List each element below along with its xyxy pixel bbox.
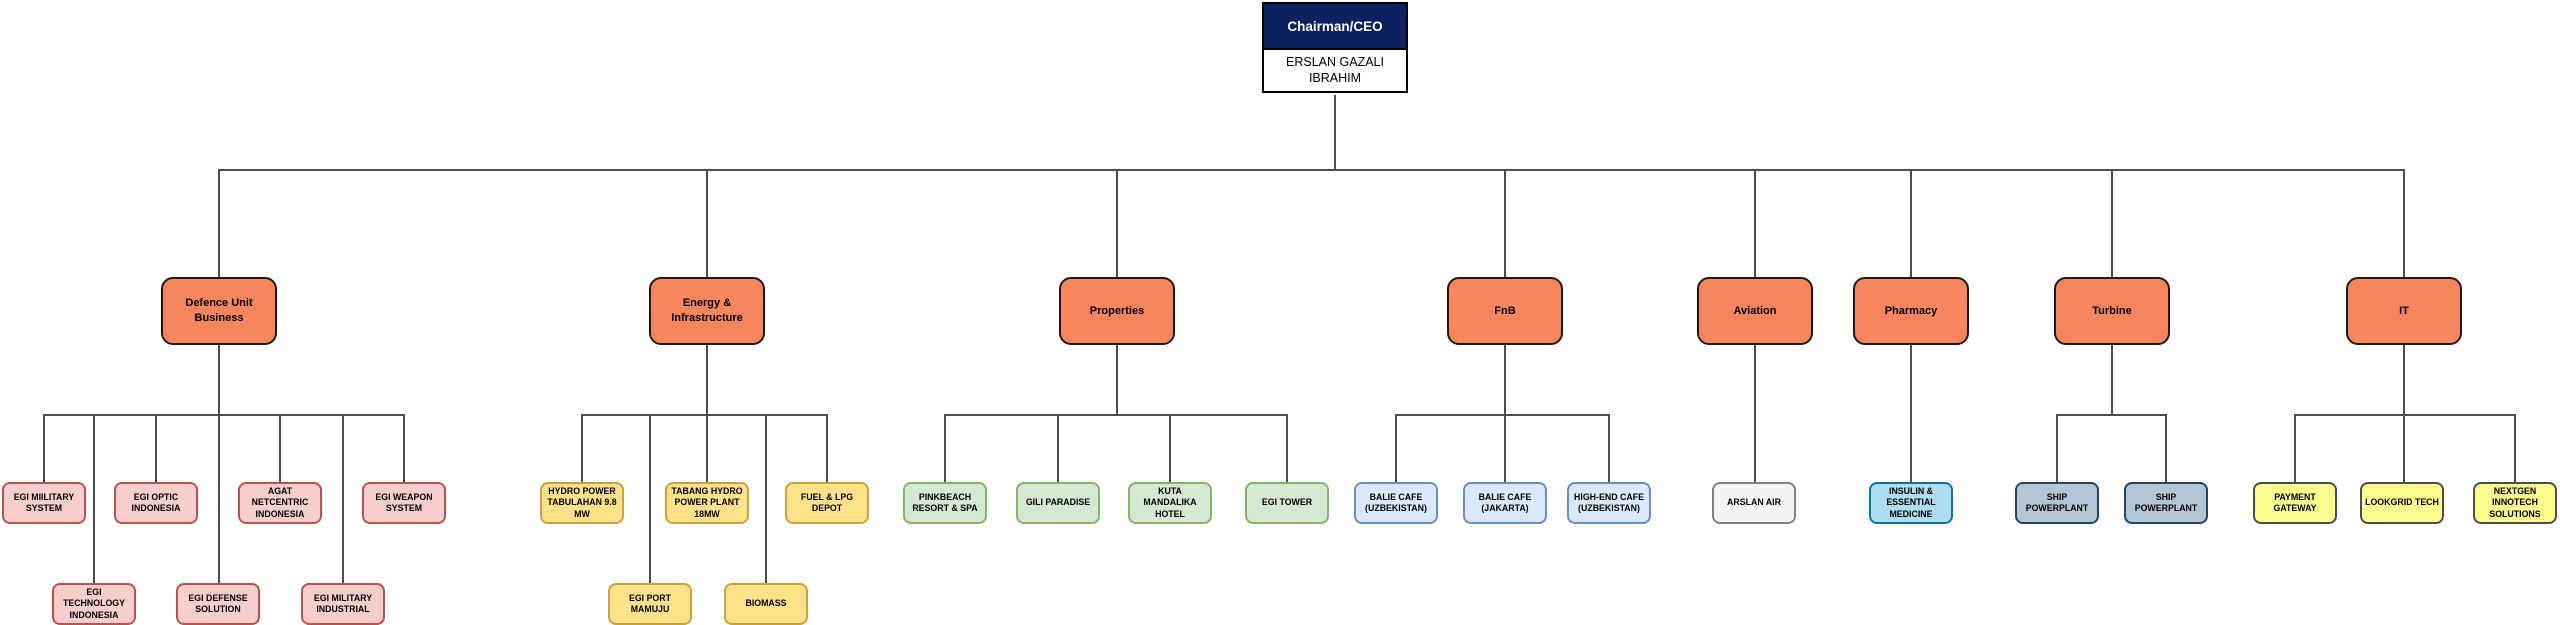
division-properties: Properties (1059, 277, 1175, 345)
unit-egi-miilitary-system: EGI MIILITARY SYSTEM (2, 482, 86, 524)
connector-line (706, 170, 708, 277)
unit-balie-cafe-jakarta: BALIE CAFE (JAKARTA) (1463, 482, 1547, 524)
connector-line (1504, 345, 1506, 482)
unit-arslan-air: ARSLAN AIR (1712, 482, 1796, 524)
connector-line (218, 169, 2405, 171)
division-energy: Energy & Infrastructure (649, 277, 765, 345)
division-pharmacy: Pharmacy (1853, 277, 1969, 345)
connector-line (2294, 414, 2516, 416)
connector-line (155, 415, 157, 482)
division-it: IT (2346, 277, 2462, 345)
unit-tabang-hydro-power-plant: TABANG HYDRO POWER PLANT 18MW (665, 482, 749, 524)
connector-line (1334, 95, 1336, 170)
unit-kuta-mandalika-hotel: KUTA MANDALIKA HOTEL (1128, 482, 1212, 524)
unit-nextgen-innotech-solutions: NEXTGEN INNOTECH SOLUTIONS (2473, 482, 2557, 524)
connector-line (2111, 170, 2113, 277)
unit-egi-optic-indonesia: EGI OPTIC INDONESIA (114, 482, 198, 524)
division-defence: Defence Unit Business (161, 277, 277, 345)
connector-line (2514, 415, 2516, 482)
root-title: Chairman/CEO (1264, 4, 1406, 50)
unit-high-end-cafe-uzbekistan: HIGH-END CAFE (UZBEKISTAN) (1567, 482, 1651, 524)
connector-line (765, 415, 767, 583)
unit-biomass: BIOMASS (724, 583, 808, 625)
connector-line (2403, 170, 2405, 277)
connector-line (93, 415, 95, 583)
connector-line (826, 415, 828, 482)
connector-line (581, 414, 828, 416)
connector-line (342, 415, 344, 583)
connector-line (1910, 345, 1912, 482)
connector-line (1754, 170, 1756, 277)
connector-line (279, 415, 281, 482)
unit-hydro-power-tabulahan: HYDRO POWER TABULAHAN 9.8 MW (540, 482, 624, 524)
root-name: ERSLAN GAZALI IBRAHIM (1286, 54, 1384, 85)
unit-balie-cafe-uzbekistan: BALIE CAFE (UZBEKISTAN) (1354, 482, 1438, 524)
connector-line (1504, 170, 1506, 277)
unit-egi-defense-solution: EGI DEFENSE SOLUTION (176, 583, 260, 625)
connector-line (403, 415, 405, 482)
unit-ship-powerplant-1: SHIP POWERPLANT (2015, 482, 2099, 524)
unit-ship-powerplant-2: SHIP POWERPLANT (2124, 482, 2208, 524)
unit-egi-weapon-system: EGI WEAPON SYSTEM (362, 482, 446, 524)
unit-egi-port-mamuju: EGI PORT MAMUJU (608, 583, 692, 625)
unit-gili-paradise: GILI PARADISE (1016, 482, 1100, 524)
unit-lookgrid-tech: LOOKGRID TECH (2360, 482, 2444, 524)
connector-line (2403, 345, 2405, 482)
connector-line (1169, 415, 1171, 482)
connector-line (1608, 415, 1610, 482)
connector-line (944, 415, 946, 482)
unit-fuel-lpg-depot: FUEL & LPG DEPOT (785, 482, 869, 524)
connector-line (944, 414, 1288, 416)
connector-line (1286, 415, 1288, 482)
connector-line (2165, 415, 2167, 482)
connector-line (2056, 414, 2167, 416)
connector-line (706, 345, 708, 482)
connector-line (43, 414, 405, 416)
unit-agat-netcentric-indonesia: AGAT NETCENTRIC INDONESIA (238, 482, 322, 524)
connector-line (218, 170, 220, 277)
unit-egi-tower: EGI TOWER (1245, 482, 1329, 524)
connector-line (2111, 345, 2113, 415)
connector-line (1116, 170, 1118, 277)
division-fnb: FnB (1447, 277, 1563, 345)
connector-line (1395, 414, 1610, 416)
unit-egi-technology-indonesia: EGI TECHNOLOGY INDONESIA (52, 583, 136, 625)
connector-line (218, 345, 220, 583)
unit-insulin-essential-medicine: INSULIN & ESSENTIAL MEDICINE (1869, 482, 1953, 524)
connector-line (649, 415, 651, 583)
connector-line (1395, 415, 1397, 482)
unit-payment-gateway: PAYMENT GATEWAY (2253, 482, 2337, 524)
connector-line (2056, 415, 2058, 482)
connector-line (1910, 170, 1912, 277)
connector-line (1057, 415, 1059, 482)
unit-pinkbeach-resort-spa: PINKBEACH RESORT & SPA (903, 482, 987, 524)
division-aviation: Aviation (1697, 277, 1813, 345)
connector-line (43, 415, 45, 482)
connector-line (1754, 345, 1756, 482)
division-turbine: Turbine (2054, 277, 2170, 345)
root-node-chairman-ceo: Chairman/CEO ERSLAN GAZALI IBRAHIM (1262, 2, 1408, 93)
unit-egi-military-industrial: EGI MILITARY INDUSTRIAL (301, 583, 385, 625)
connector-line (2294, 415, 2296, 482)
connector-line (581, 415, 583, 482)
connector-line (1116, 345, 1118, 415)
